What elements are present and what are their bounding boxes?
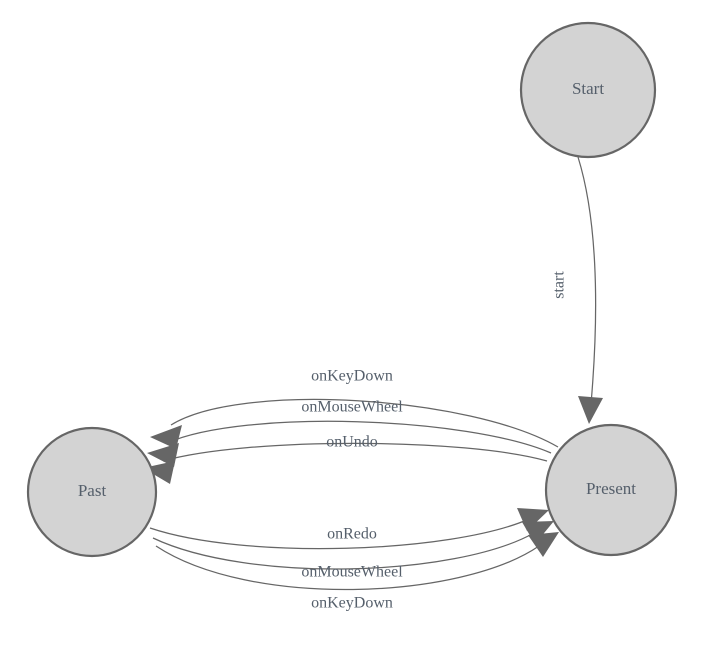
edge-past-to-present-keydown[interactable]: onKeyDown bbox=[155, 532, 559, 612]
node-past-label: Past bbox=[78, 481, 107, 500]
edge-path-undo bbox=[162, 442, 548, 462]
node-start-label: Start bbox=[572, 79, 604, 98]
node-present-circle bbox=[544, 423, 678, 557]
node-past-circle bbox=[26, 426, 158, 558]
arrowhead-start bbox=[578, 396, 603, 424]
edge-label-redo: onRedo bbox=[327, 526, 377, 543]
node-start-circle bbox=[519, 21, 657, 159]
arrowhead-keydown-up bbox=[150, 425, 182, 449]
node-past[interactable]: Past bbox=[26, 426, 158, 558]
edge-label-wheel-down: onMouseWheel bbox=[301, 564, 403, 581]
node-present[interactable]: Present bbox=[544, 423, 678, 557]
edge-present-to-past-keydown[interactable]: onKeyDown bbox=[150, 368, 559, 449]
arrowhead-wheel-down bbox=[522, 521, 554, 544]
arrowhead-wheel-up bbox=[147, 443, 179, 467]
edge-path-wheel-up bbox=[166, 420, 552, 454]
node-present-label: Present bbox=[586, 479, 636, 498]
edge-start-to-present[interactable]: start bbox=[551, 156, 603, 424]
node-start[interactable]: Start bbox=[519, 21, 657, 159]
edge-path-keydown-up bbox=[170, 398, 559, 448]
edge-path-redo bbox=[149, 518, 530, 550]
edge-path-wheel-down bbox=[152, 532, 535, 570]
edge-past-to-present-mousewheel[interactable]: onMouseWheel bbox=[152, 521, 554, 581]
edge-path-keydown-down bbox=[155, 545, 540, 591]
edge-present-to-past-mousewheel[interactable]: onMouseWheel bbox=[147, 399, 552, 467]
edge-label-wheel-up: onMouseWheel bbox=[301, 399, 403, 416]
edge-label-keydown-down: onKeyDown bbox=[311, 595, 393, 612]
edge-label-start: start bbox=[551, 271, 568, 299]
edge-label-keydown-up: onKeyDown bbox=[311, 368, 393, 385]
edge-path-start bbox=[577, 156, 597, 405]
edge-past-to-present-redo[interactable]: onRedo bbox=[149, 508, 549, 550]
arrowhead-keydown-down bbox=[528, 532, 559, 557]
edge-present-to-past-undo[interactable]: onUndo bbox=[143, 434, 548, 484]
edge-label-undo: onUndo bbox=[326, 434, 378, 451]
